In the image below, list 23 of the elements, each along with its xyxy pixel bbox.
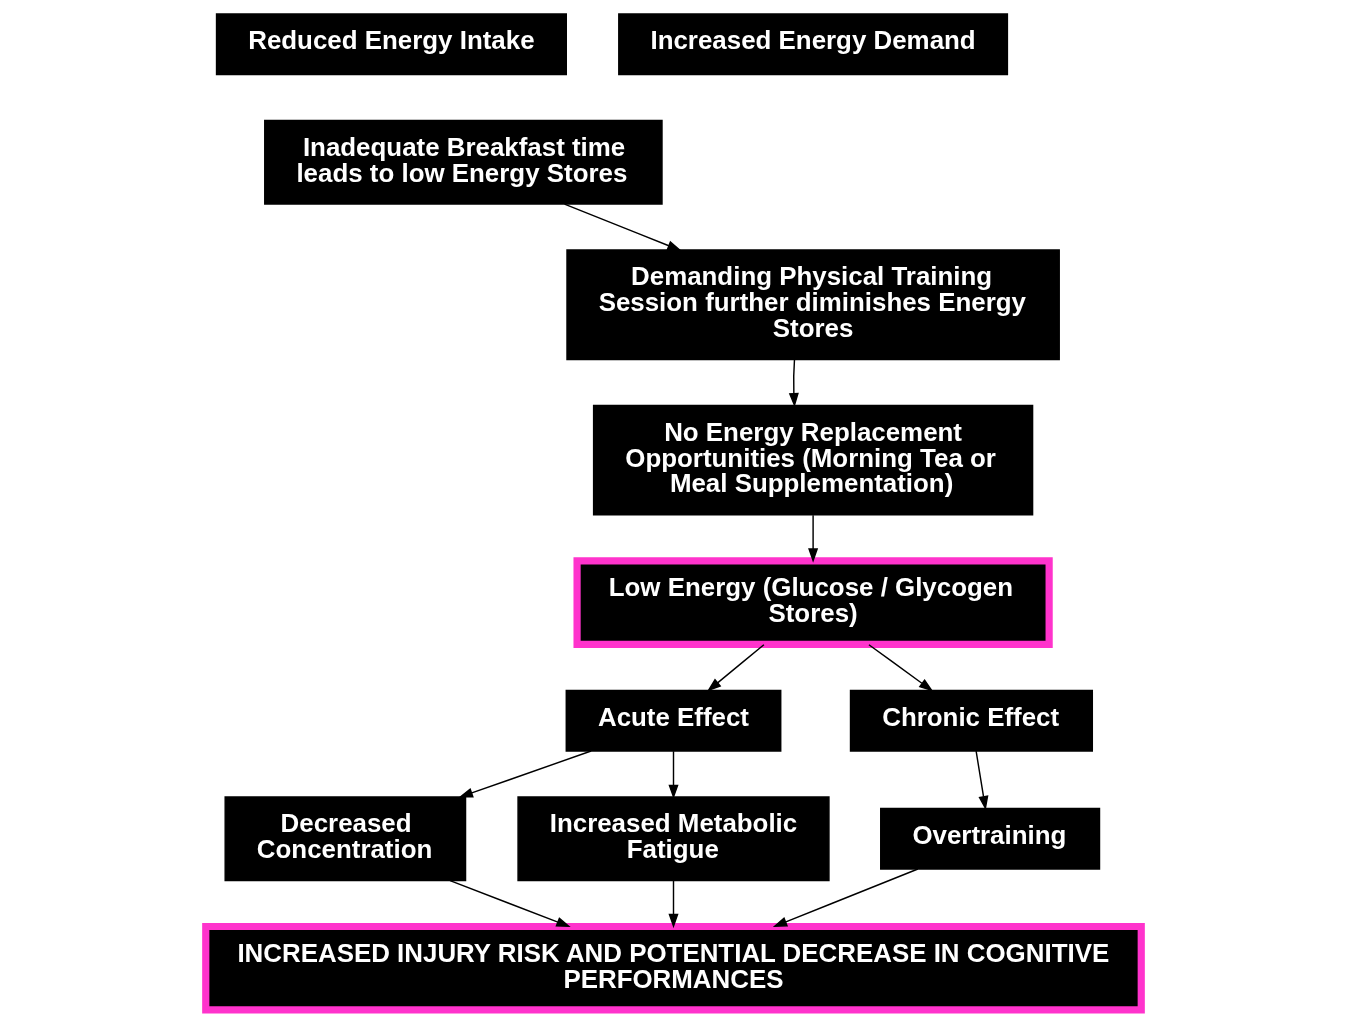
arrow [772,868,919,928]
arrow [667,750,679,800]
node-box: No Energy Replacement Opportunities (Morning Tea or Meal Supplementation) [592,404,1033,516]
node-box: Reduced Energy Intake [215,13,567,76]
arrow [458,750,592,798]
node-box: Acute Effect [565,689,781,752]
arrow [706,644,765,692]
arrow [807,514,818,563]
node-box: Low Energy (Glucose / Glycogen Stores) [572,557,1053,648]
arrow [448,879,571,928]
node-box: Decreased Concentration [223,796,466,882]
arrow [788,358,799,408]
node-box: Overtraining [879,807,1100,870]
node-box: Chronic Effect [849,689,1093,752]
node-box: Increased Energy Demand [617,13,1008,76]
node-box: Inadequate Breakfast time leads to low Energy Stores [263,119,663,205]
node-box: INCREASED INJURY RISK AND POTENTIAL DECREASE IN COGNITIVE PERFORMANCES [201,922,1145,1014]
node-box: Demanding Physical Training Session further diminishes Energy Stores [565,249,1060,361]
arrow [974,750,988,811]
arrow [667,880,679,929]
node-box: Increased Metabolic Fatigue [516,796,830,882]
arrow [563,203,682,251]
arrow [867,644,933,692]
